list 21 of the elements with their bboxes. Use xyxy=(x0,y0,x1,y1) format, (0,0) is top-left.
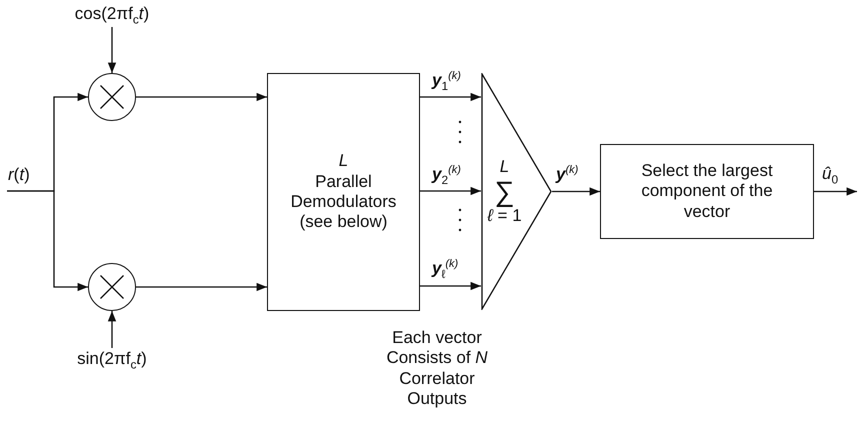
arrow xyxy=(7,190,88,292)
process-box: Select the largest component of the vector xyxy=(600,144,814,239)
arrow xyxy=(108,311,116,348)
arrow xyxy=(814,187,857,196)
edge-label: û$_{0}$ xyxy=(822,165,838,186)
arrow xyxy=(136,92,267,102)
note-text: Each vector Consists of N Correlator Outputs xyxy=(385,328,489,410)
signal-label: cos(2πf$_{c}$t) xyxy=(52,3,172,27)
edge-label: y$^{(k)}$ xyxy=(556,164,578,184)
summer-triangle: L ∑ ℓ = 1 xyxy=(481,73,552,310)
process-box: L Parallel Demodulators (see below) xyxy=(267,73,420,311)
arrow xyxy=(108,27,116,73)
signal-label: sin(2πf$_{c}$t) xyxy=(52,348,172,372)
multiplier-circle xyxy=(88,73,136,121)
arrow xyxy=(136,282,267,292)
arrow xyxy=(420,92,481,102)
arrow xyxy=(420,186,481,196)
arrow xyxy=(420,282,481,290)
multiplier-circle xyxy=(88,263,136,311)
arrow xyxy=(552,187,600,196)
edge-label: r(t) xyxy=(8,166,30,185)
